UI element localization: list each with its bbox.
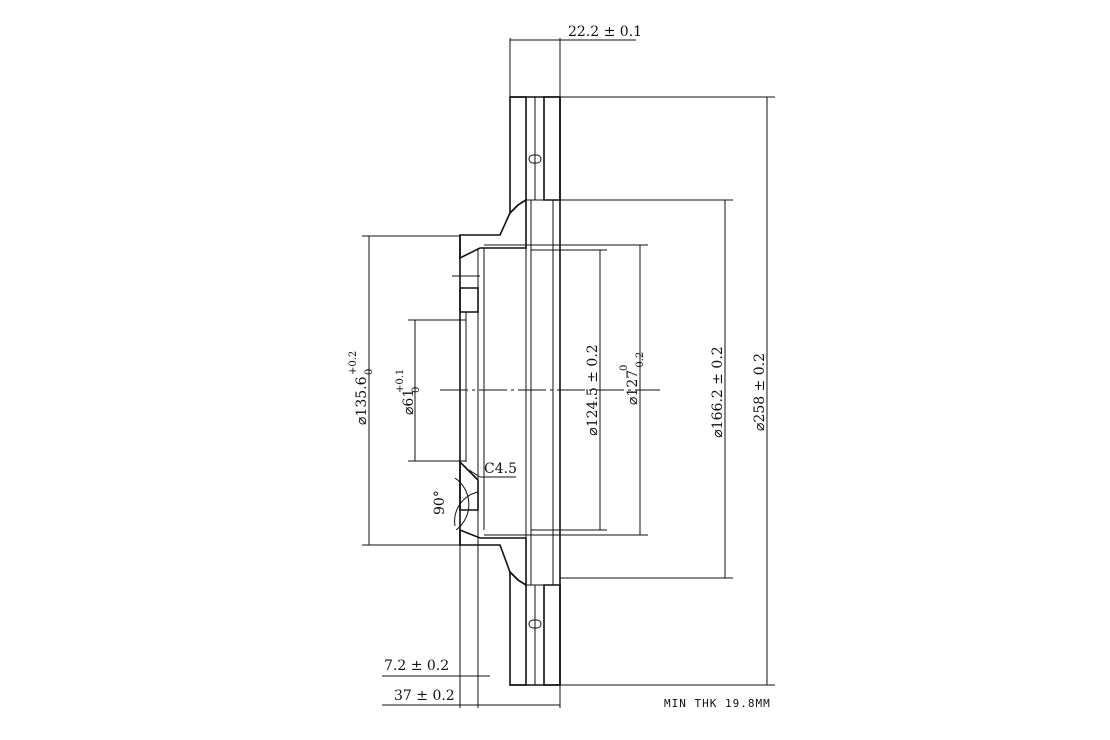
dim-d61-sub: 0 [411, 387, 422, 393]
dim-d124: ⌀124.5 ± 0.2 [585, 344, 601, 435]
dim-d61-sup: +0.1 [395, 369, 406, 393]
section-hatching [459, 96, 561, 686]
dim-d61: ⌀61 [401, 389, 417, 415]
dim-d127-sub: -0.2 [635, 352, 646, 371]
part-outline [452, 96, 561, 686]
dim-d127: ⌀127 [625, 370, 641, 405]
dim-angle: 90° [432, 490, 448, 515]
dimension-labels: 22.2 ± 0.1 ⌀258 ± 0.2 ⌀166.2 ± 0.2 ⌀124.… [348, 24, 771, 710]
dim-d135: ⌀135.6 [354, 376, 370, 425]
dim-d258: ⌀258 ± 0.2 [752, 353, 768, 431]
dim-chamfer: C4.5 [484, 461, 517, 477]
dim-d135-sub: 0 [364, 369, 375, 375]
dim-offset-72: 7.2 ± 0.2 [384, 658, 449, 674]
dim-d166: ⌀166.2 ± 0.2 [710, 346, 726, 437]
dim-width-top: 22.2 ± 0.1 [568, 24, 642, 40]
note-min-thickness: MIN THK 19.8MM [664, 697, 771, 710]
dim-d135-sup: +0.2 [348, 351, 359, 375]
dim-d127-sup: 0 [619, 365, 630, 371]
dim-height-37: 37 ± 0.2 [394, 688, 455, 704]
dimension-lines [362, 38, 775, 708]
